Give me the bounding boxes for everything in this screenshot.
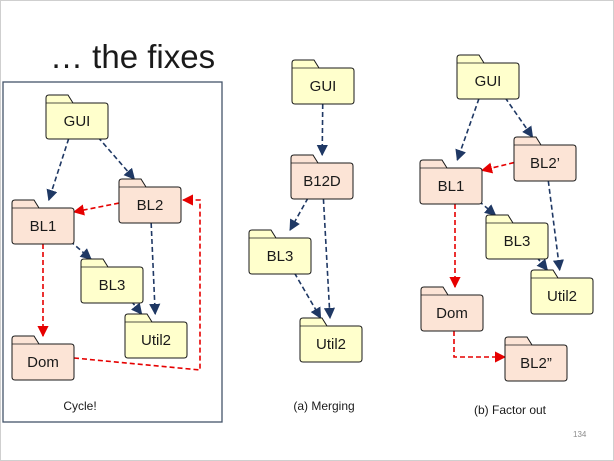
edge-bl2-to-util2 bbox=[149, 214, 161, 316]
folder-node-dom: Dom bbox=[11, 335, 75, 381]
folder-icon bbox=[124, 313, 188, 359]
folder-label: BL2’ bbox=[530, 155, 560, 172]
edge-dom-to-bl2pp bbox=[453, 323, 507, 363]
folder-node-bl3: BL3 bbox=[485, 214, 549, 260]
folder-label: GUI bbox=[475, 73, 502, 90]
edge-gui-to-b12d bbox=[316, 95, 328, 157]
folder-icon bbox=[11, 199, 75, 245]
edge-bl2-to-bl1 bbox=[72, 202, 120, 216]
edge-bl3-to-util2 bbox=[289, 265, 322, 319]
folder-icon bbox=[291, 59, 355, 105]
folder-node-bl2p: BL2’ bbox=[513, 136, 577, 182]
folder-node-b12d: B12D bbox=[290, 154, 354, 200]
folder-node-util2: Util2 bbox=[530, 269, 594, 315]
folder-icon bbox=[419, 159, 483, 205]
folder-node-gui: GUI bbox=[456, 54, 520, 100]
folder-node-bl3: BL3 bbox=[248, 229, 312, 275]
folder-label: Util2 bbox=[316, 336, 346, 353]
folder-node-bl2: BL2 bbox=[118, 178, 182, 224]
folder-icon bbox=[504, 336, 568, 382]
folder-icon bbox=[248, 229, 312, 275]
folder-icon bbox=[513, 136, 577, 182]
folder-node-bl1: BL1 bbox=[11, 199, 75, 245]
caption-factor-out: (b) Factor out bbox=[473, 403, 547, 417]
folder-node-util2: Util2 bbox=[299, 317, 363, 363]
edge-bl1-to-bl3 bbox=[63, 235, 92, 260]
slide-title: … the fixes bbox=[50, 38, 216, 75]
folder-icon bbox=[80, 258, 144, 304]
folder-label: BL1 bbox=[30, 218, 57, 235]
nodes-layer: GUIBL1BL2BL3Util2DomGUIB12DBL3Util2GUIBL… bbox=[11, 54, 594, 382]
folder-label: BL2” bbox=[520, 355, 552, 372]
folder-label: GUI bbox=[310, 78, 337, 95]
edge-gui-to-bl1 bbox=[455, 90, 483, 162]
folder-icon bbox=[299, 317, 363, 363]
edge-bl2p-to-util2 bbox=[546, 172, 564, 272]
folder-icon bbox=[485, 214, 549, 260]
folder-label: Util2 bbox=[547, 288, 577, 305]
folder-label: BL1 bbox=[438, 178, 465, 195]
folder-label: BL2 bbox=[137, 197, 164, 214]
folder-node-dom: Dom bbox=[420, 286, 484, 332]
edge-dom-to-bl2 bbox=[73, 194, 201, 371]
folder-label: B12D bbox=[303, 173, 341, 190]
folder-node-gui: GUI bbox=[291, 59, 355, 105]
folder-label: Dom bbox=[27, 354, 59, 371]
folder-label: GUI bbox=[64, 113, 91, 130]
folder-label: Util2 bbox=[141, 332, 171, 349]
edge-gui-to-bl1 bbox=[46, 130, 72, 202]
edge-b12d-to-util2 bbox=[322, 190, 336, 320]
cycle-panel-border bbox=[2, 81, 223, 423]
slide-number: 134 bbox=[573, 430, 587, 439]
folder-node-bl1: BL1 bbox=[419, 159, 483, 205]
folder-node-util2: Util2 bbox=[124, 313, 188, 359]
folder-label: BL3 bbox=[267, 248, 294, 265]
caption-cycle: Cycle! bbox=[63, 399, 97, 413]
folder-node-bl2pp: BL2” bbox=[504, 336, 568, 382]
folder-icon bbox=[290, 154, 354, 200]
folder-icon bbox=[11, 335, 75, 381]
folder-icon bbox=[420, 286, 484, 332]
folder-node-gui: GUI bbox=[45, 94, 109, 140]
folder-icon bbox=[530, 269, 594, 315]
folder-label: BL3 bbox=[504, 233, 531, 250]
folder-node-bl3: BL3 bbox=[80, 258, 144, 304]
folder-icon bbox=[118, 178, 182, 224]
folder-label: Dom bbox=[436, 305, 468, 322]
folder-icon bbox=[45, 94, 109, 140]
folder-icon bbox=[456, 54, 520, 100]
folder-label: BL3 bbox=[99, 277, 126, 294]
caption-merging: (a) Merging bbox=[293, 399, 355, 413]
edge-bl2p-to-bl1 bbox=[480, 161, 515, 174]
